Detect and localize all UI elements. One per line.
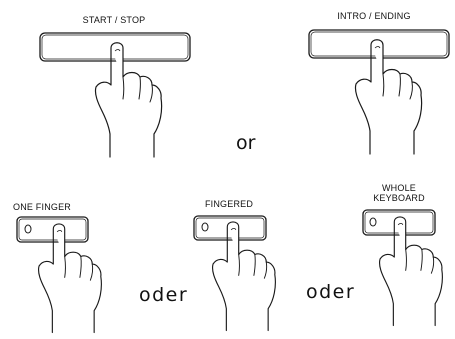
- indicator-lamp-icon: [25, 225, 31, 233]
- indicator-lamp-icon: [370, 218, 376, 226]
- indicator-lamp-icon: [202, 223, 208, 231]
- one-finger-button-icon: [17, 217, 88, 242]
